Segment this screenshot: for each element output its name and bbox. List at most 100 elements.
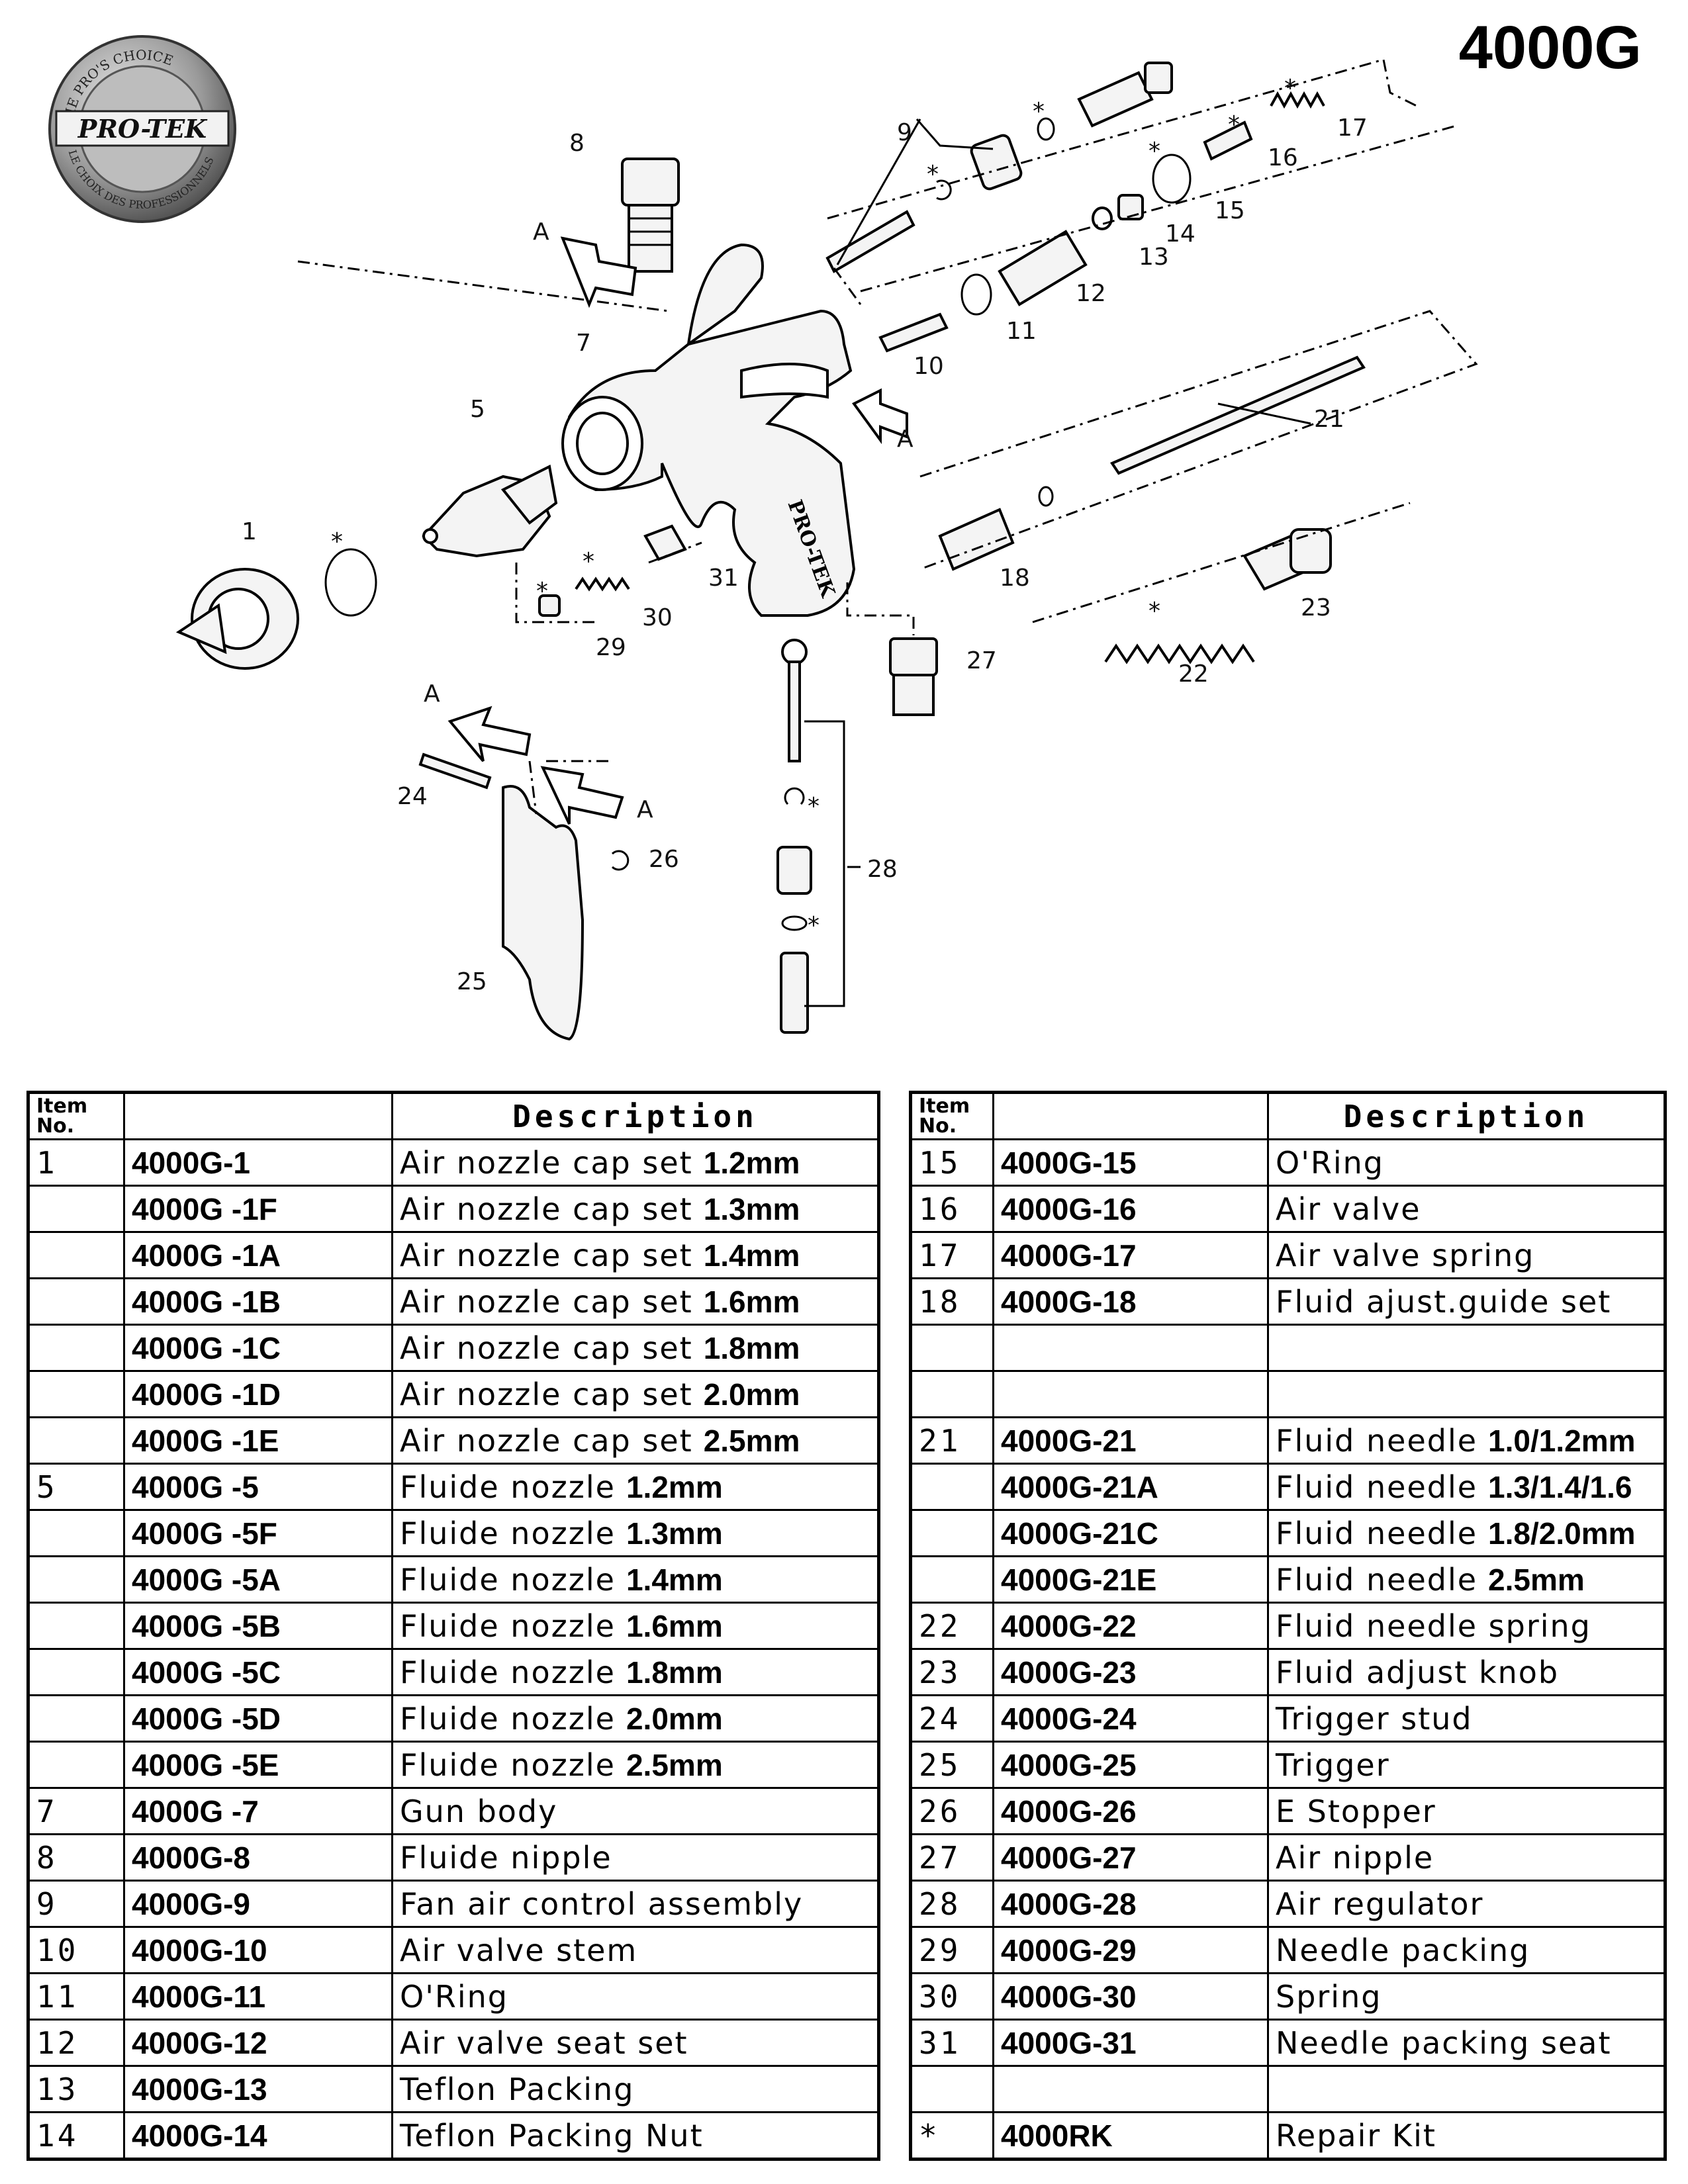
part-number-cell: 4000G-24 [992,1694,1269,1743]
asterisk: * [583,548,594,575]
item-number-cell: 7 [27,1787,125,1835]
description-text: Fluide nozzle [400,1469,616,1505]
callout-16: 16 [1268,144,1298,171]
description-cell [1267,1370,1666,1418]
item-number-cell: 5 [27,1463,125,1511]
size-text: 2.5mm [703,1423,800,1458]
item-number-cell: 11 [27,1972,125,2021]
size-text: 2.5mm [1488,1562,1585,1597]
description-text: Trigger [1276,1747,1390,1783]
item-number-cell: 15 [910,1138,994,1187]
description-text: O'Ring [400,1978,508,2015]
callout-1: 1 [242,518,257,545]
part-number-cell: 4000G -1B [123,1277,393,1326]
size-text: 1.2mm [703,1145,800,1180]
part-number-header [992,1091,1269,1140]
callout-10: 10 [914,353,944,380]
item-number-cell: 26 [910,1787,994,1835]
description-text: Fluid needle spring [1276,1608,1591,1644]
size-text: 1.3mm [703,1191,800,1226]
part-number-cell: 4000G-31 [992,2019,1269,2067]
part-number-cell: 4000G-21E [992,1555,1269,1604]
description-text: Fluid needle [1276,1515,1478,1551]
item-number-cell [910,1370,994,1418]
item-number-cell: 28 [910,1880,994,1928]
part-number-cell [992,1370,1269,1418]
description-text: Trigger stud [1276,1700,1473,1737]
description-text: Fluid adjust knob [1276,1654,1560,1690]
item-number-cell: 30 [910,1972,994,2021]
callout-5: 5 [470,396,485,423]
size-text: 1.3mm [626,1516,723,1551]
exploded-parts-diagram: PRO-TEK [175,58,1478,1041]
description-cell: Gun body [391,1787,880,1835]
description-text: Fluide nipple [400,1839,612,1876]
item-header-line1: Item [919,1094,970,1118]
callout-30: 30 [642,604,673,631]
callout-12: 12 [1076,280,1106,307]
item-number-cell: 13 [27,2065,125,2113]
callout-27: 27 [966,647,997,674]
fluid-adjust-guide-drawing [938,486,1054,571]
description-text: Fluid needle [1276,1422,1478,1459]
description-text: Air valve [1276,1191,1421,1227]
item-number-cell: 25 [910,1741,994,1789]
part-number-cell: 4000G -1D [123,1370,393,1418]
item-number-cell [910,1324,994,1372]
item-number-cell [910,1463,994,1511]
callout-25: 25 [457,968,487,995]
part-number-cell: 4000G -5D [123,1694,393,1743]
description-text: Needle packing [1276,1932,1530,1968]
part-number-cell: 4000G-23 [992,1648,1269,1696]
size-text: 1.8mm [626,1655,723,1690]
description-text: Fan air control assembly [400,1886,804,1922]
table-row [910,2065,1666,2113]
part-number-cell: 4000G -5 [123,1463,393,1511]
item-number-cell: 21 [910,1416,994,1465]
description-text: Air nozzle cap set [400,1191,693,1227]
item-number-cell: 23 [910,1648,994,1696]
air-valve-parts-drawing [878,194,1144,353]
logo-brand-text: PRO-TEK [77,114,208,144]
item-number-cell: 24 [910,1694,994,1743]
callout-26: 26 [649,846,679,873]
trigger-drawing [418,752,630,1041]
callout-24: 24 [397,783,428,810]
section-label-a-1: A [533,218,549,246]
description-cell: Trigger stud [1267,1694,1666,1743]
item-number-cell: 27 [910,1833,994,1882]
size-text: 1.4mm [626,1562,723,1597]
table-row [910,1370,1666,1418]
callout-11: 11 [1006,318,1037,345]
part-number-cell [992,2065,1269,2113]
part-number-cell: 4000G-16 [992,1185,1269,1233]
section-arrows: A A A A [424,218,914,825]
item-header-line2: No. [919,1114,957,1138]
part-number-cell: 4000G -1A [123,1231,393,1279]
item-header-line2: No. [36,1114,75,1138]
